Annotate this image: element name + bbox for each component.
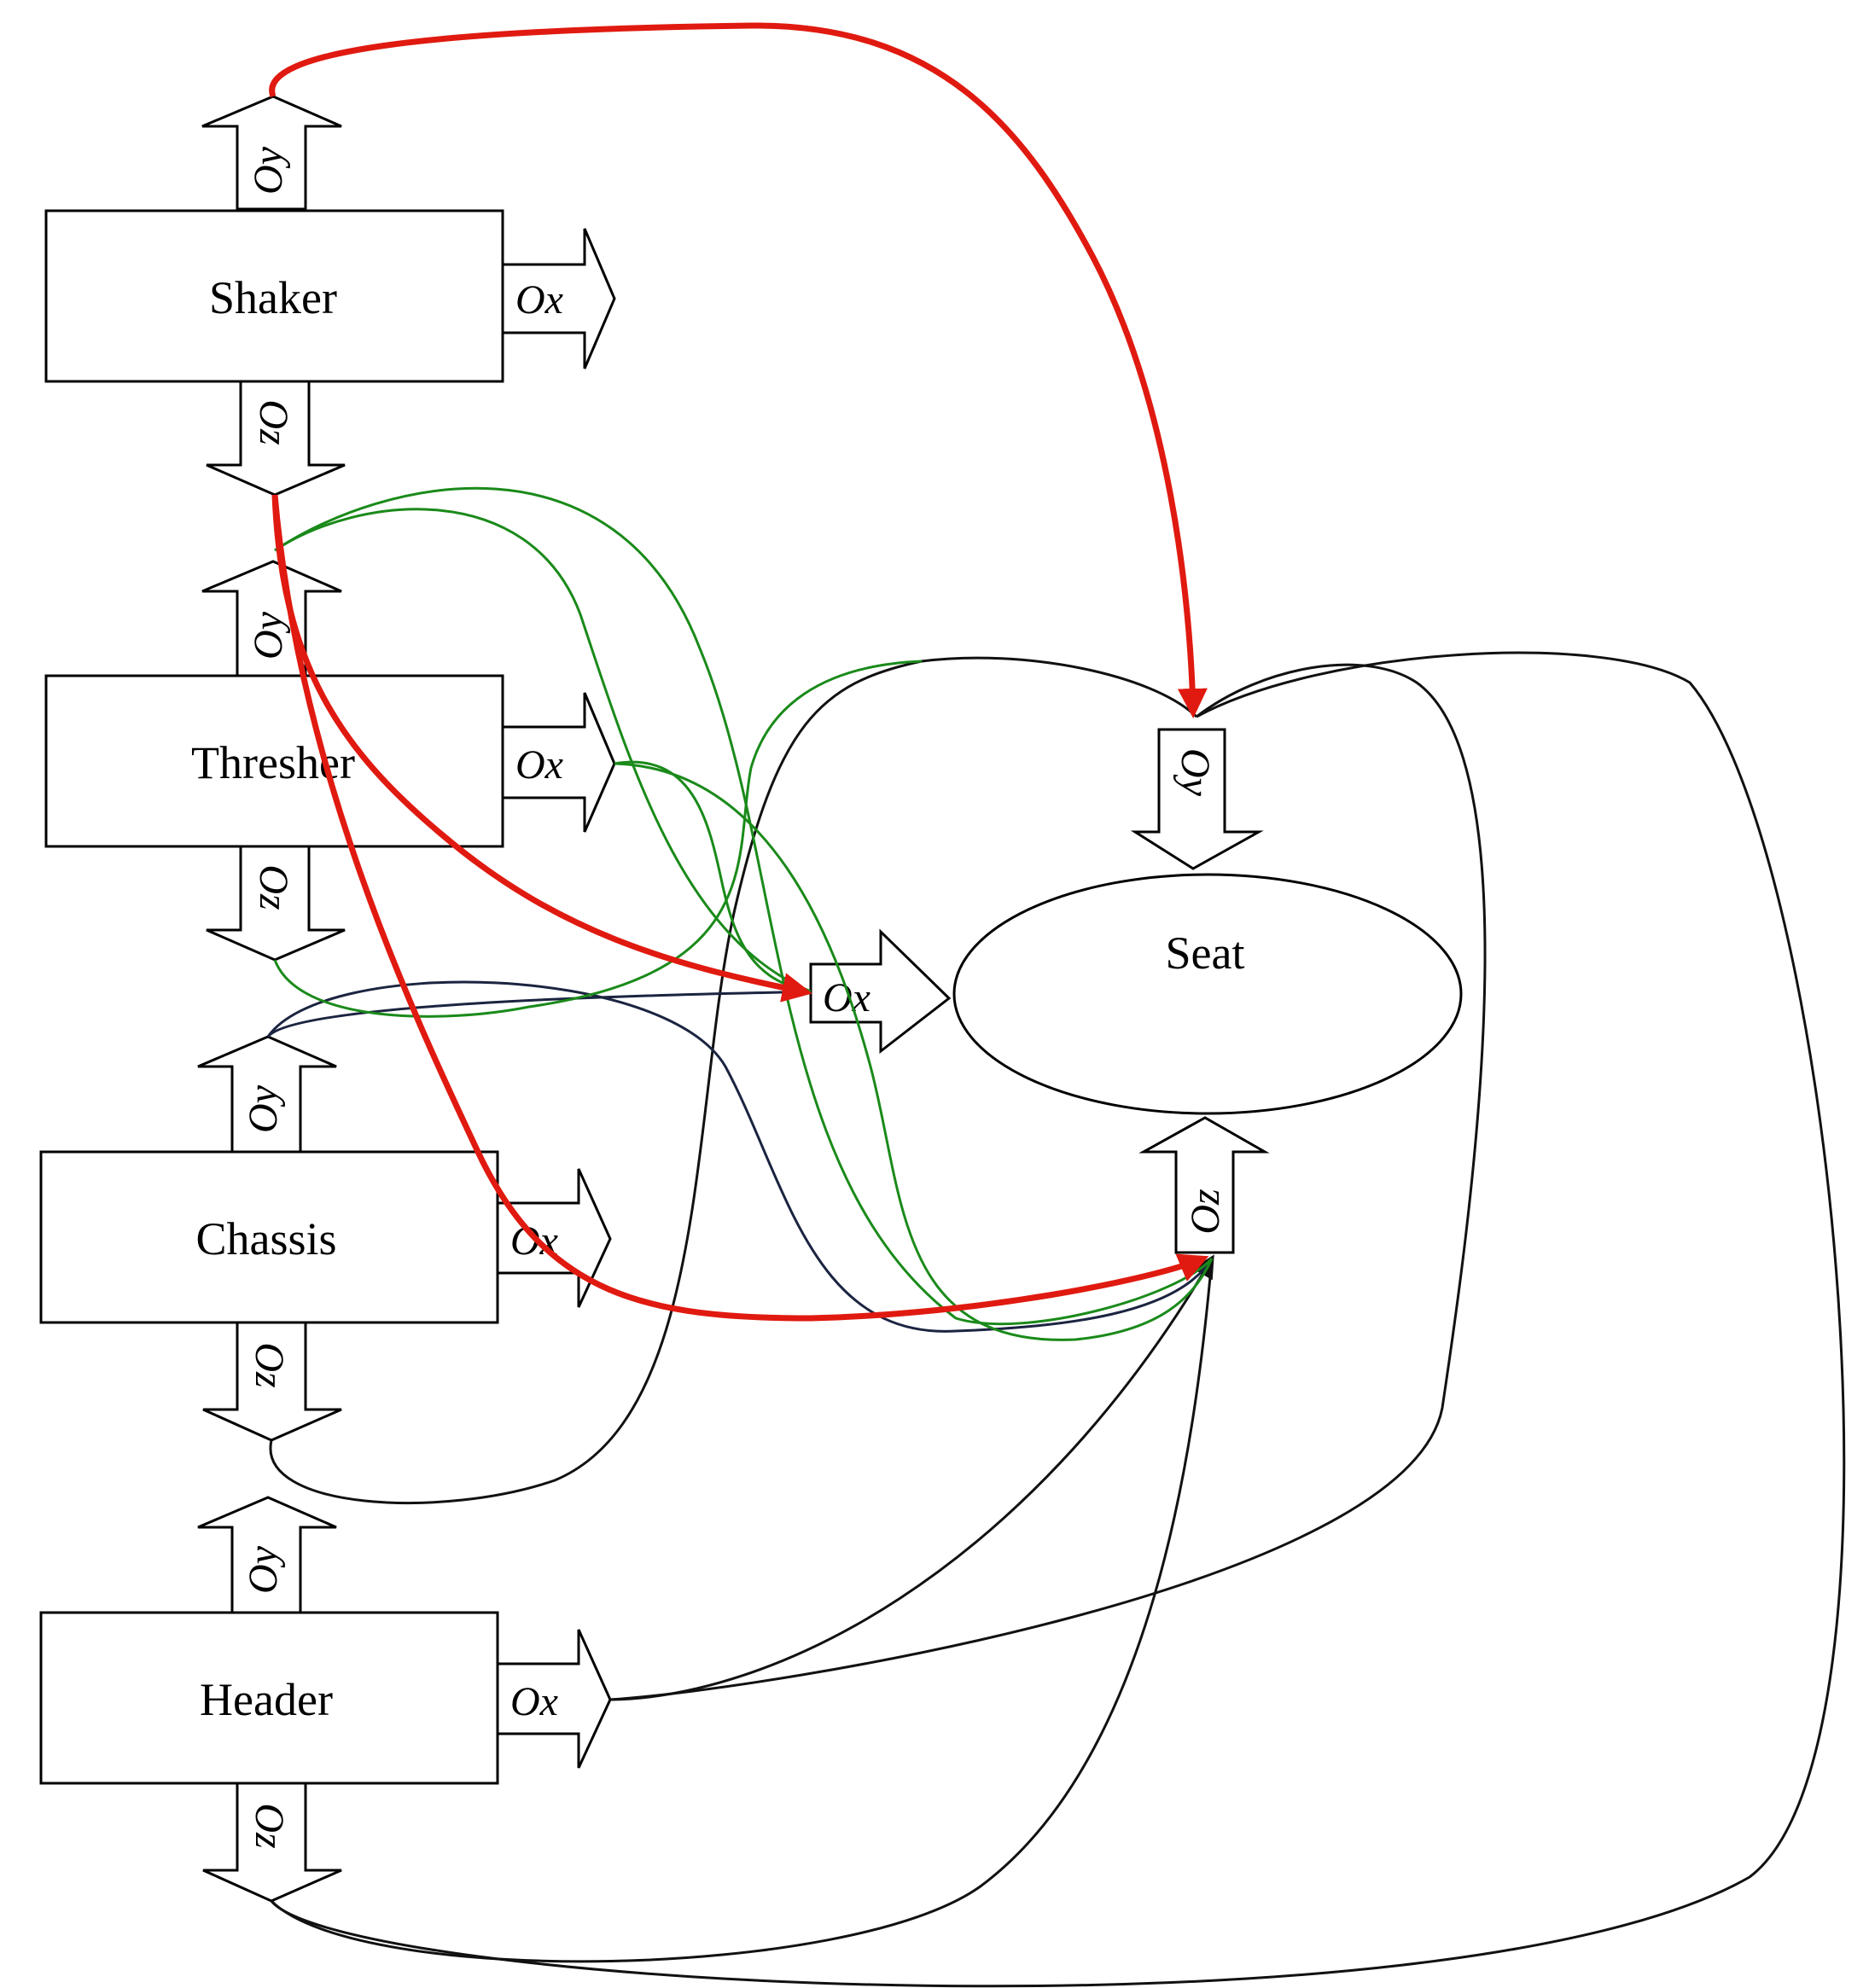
shaker-ox-label: Ox (515, 277, 563, 323)
thresher-ox-label: Ox (515, 742, 563, 788)
thresher-oz-label: Oz (251, 864, 296, 910)
connector-chassis-oz-to-seat-oy (269, 656, 1198, 1504)
chassis-oz-arrow (202, 1321, 342, 1442)
seat-ox-label: Ox (823, 975, 870, 1020)
header-oz-label: Oz (247, 1803, 292, 1849)
header-oy-arrow (197, 1496, 337, 1614)
header-oz-arrow (202, 1782, 342, 1903)
header-label: Header (200, 1674, 333, 1725)
chassis-label: Chassis (195, 1213, 336, 1264)
connector-header-oz-to-seat-oy (270, 651, 1846, 1988)
shaker-oy-label: Oy (246, 146, 291, 195)
connector-shaker-oz-to-seat-ox (274, 508, 812, 993)
seat-ox-arrow (809, 928, 952, 1055)
chassis-oy-arrow (197, 1035, 337, 1154)
connections (266, 22, 1846, 1988)
connector-shaker-oz-to-seat-oz (274, 486, 1214, 1326)
seat-block: Oy Seat Ox Oz (809, 728, 1463, 1254)
shaker-block: Oy Shaker Ox Oz (44, 95, 616, 497)
connector-shaker-oz-to-seat-oz (271, 494, 1209, 1322)
connector-thresher-ox-to-seat-oz (614, 762, 1214, 1341)
thresher-oz-arrow (206, 845, 346, 962)
shaker-oz-label: Oz (251, 399, 296, 445)
thresher-ox-arrow (501, 692, 616, 833)
connector-header-ox-to-seat-oz (609, 1254, 1214, 1701)
chassis-block: Oy Chassis Ox Oz (39, 1035, 612, 1442)
seat-oz-label: Oz (1183, 1189, 1228, 1235)
header-ox-arrow (496, 1629, 612, 1769)
connector-header-ox-to-seat-oy (609, 663, 1487, 1701)
connector-chassis-oy-to-seat-ox (266, 990, 812, 1038)
header-oy-label: Oy (241, 1545, 286, 1594)
seat-oy-arrow (1130, 728, 1264, 870)
connector-shaker-oy-to-seat-oy (269, 22, 1208, 718)
header-block: Oy Header Ox Oz (39, 1496, 612, 1903)
shaker-oy-arrow (201, 95, 342, 211)
chassis-oy-label: Oy (241, 1084, 286, 1133)
shaker-box (44, 209, 504, 383)
thresher-oy-label: Oy (246, 611, 291, 660)
header-ox-label: Ox (510, 1679, 558, 1724)
shaker-oz-arrow (206, 380, 346, 497)
connector-thresher-oz-to-seat-oy (273, 660, 923, 1018)
connector-thresher-ox-to-seat-ox (614, 760, 812, 993)
connector-header-oz-to-seat-oz (270, 1258, 1214, 1963)
seat-ellipse (952, 873, 1463, 1115)
seat-label: Seat (1166, 927, 1245, 979)
chassis-box (39, 1150, 499, 1324)
chassis-oz-label: Oz (247, 1342, 292, 1388)
seat-oy-label: Oy (1173, 748, 1218, 797)
shaker-ox-arrow (501, 228, 616, 369)
connector-chassis-oy-to-seat-oz (266, 980, 1214, 1333)
seat-oz-arrow (1138, 1116, 1270, 1254)
shaker-label: Shaker (209, 272, 337, 323)
header-box (39, 1611, 499, 1785)
